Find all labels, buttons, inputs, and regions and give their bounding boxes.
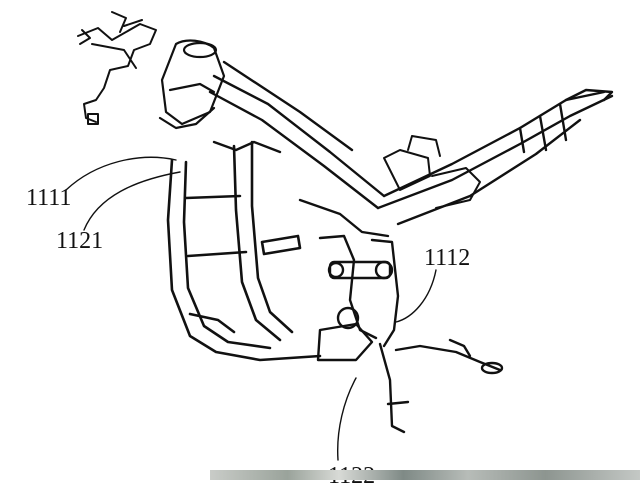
center-mount xyxy=(212,140,400,362)
rear-subframe xyxy=(383,135,481,209)
handlebar-mount xyxy=(77,11,157,125)
steering-head xyxy=(158,39,226,130)
reference-label-1121: 1121 xyxy=(56,228,104,254)
reference-label-1111: 1111 xyxy=(26,185,72,211)
photo-edge-strip xyxy=(210,470,640,480)
reference-label-1112: 1112 xyxy=(424,245,471,271)
leader-lines xyxy=(65,156,437,461)
center-stand xyxy=(378,338,504,434)
down-tubes xyxy=(166,140,322,362)
